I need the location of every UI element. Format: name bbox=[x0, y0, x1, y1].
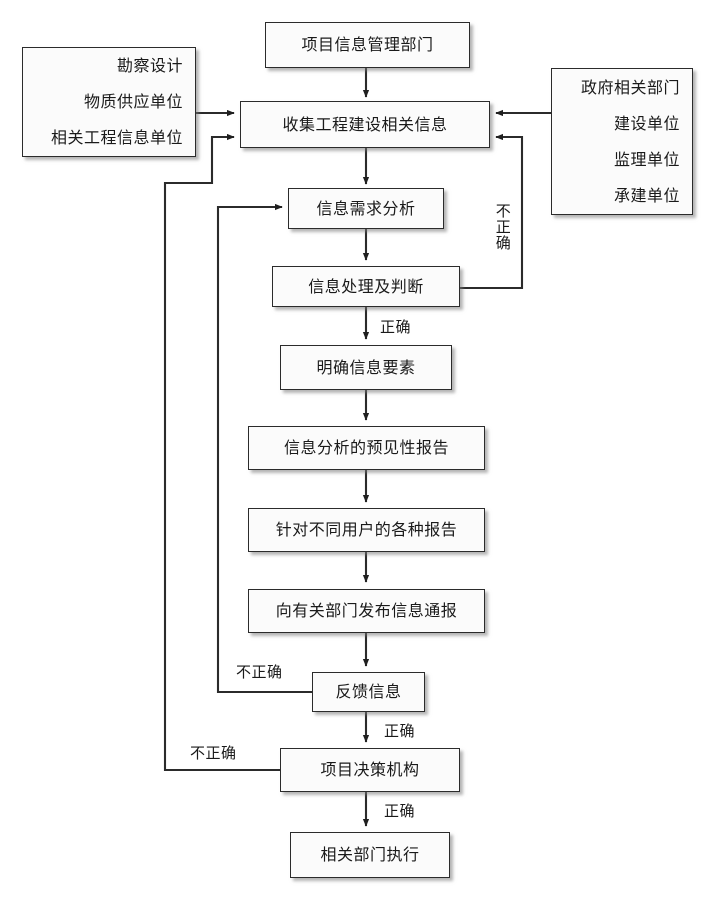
node-info-processing-judgement[interactable]: 信息处理及判断 bbox=[272, 266, 460, 307]
edge-process-collect-incorrect bbox=[460, 133, 524, 290]
node-publish-bulletin[interactable]: 向有关部门发布信息通报 bbox=[248, 589, 485, 633]
node-demand-analysis[interactable]: 信息需求分析 bbox=[288, 188, 444, 229]
node-user-reports[interactable]: 针对不同用户的各种报告 bbox=[248, 508, 485, 552]
node-decision-body-label: 项目决策机构 bbox=[320, 760, 420, 780]
node-right-sources-line-3: 监理单位 bbox=[613, 150, 680, 170]
node-publish-bulletin-label: 向有关部门发布信息通报 bbox=[275, 601, 458, 621]
node-forecast-report[interactable]: 信息分析的预见性报告 bbox=[248, 426, 485, 470]
node-collect-info-label: 收集工程建设相关信息 bbox=[282, 114, 448, 134]
node-right-sources-line-2: 建设单位 bbox=[613, 113, 680, 133]
edge-label-process-incorrect: 不正确 bbox=[493, 203, 512, 251]
node-project-info-dept-label: 项目信息管理部门 bbox=[301, 35, 434, 55]
node-project-info-dept[interactable]: 项目信息管理部门 bbox=[265, 22, 470, 68]
node-decision-body[interactable]: 项目决策机构 bbox=[280, 748, 460, 792]
node-left-sources[interactable]: 勘察设计 物质供应单位 相关工程信息单位 bbox=[22, 47, 196, 157]
edge-label-feedback-correct: 正确 bbox=[384, 722, 416, 740]
node-right-sources-line-4: 承建单位 bbox=[613, 186, 680, 206]
node-feedback-info-label: 反馈信息 bbox=[335, 682, 402, 702]
node-info-processing-judgement-label: 信息处理及判断 bbox=[308, 276, 424, 296]
node-left-sources-line-2: 物质供应单位 bbox=[83, 92, 183, 112]
node-feedback-info[interactable]: 反馈信息 bbox=[312, 672, 425, 712]
node-user-reports-label: 针对不同用户的各种报告 bbox=[275, 520, 458, 540]
node-right-sources[interactable]: 政府相关部门 建设单位 监理单位 承建单位 bbox=[551, 68, 693, 215]
node-left-sources-line-1: 勘察设计 bbox=[116, 56, 183, 76]
node-demand-analysis-label: 信息需求分析 bbox=[316, 198, 416, 218]
edge-label-decision-correct: 正确 bbox=[384, 802, 416, 820]
node-forecast-report-label: 信息分析的预见性报告 bbox=[283, 438, 449, 458]
node-clarify-info-elements[interactable]: 明确信息要素 bbox=[280, 345, 452, 390]
node-execute-dept[interactable]: 相关部门执行 bbox=[290, 832, 450, 878]
node-collect-info[interactable]: 收集工程建设相关信息 bbox=[240, 101, 490, 148]
edge-label-process-correct: 正确 bbox=[380, 318, 412, 336]
node-right-sources-line-1: 政府相关部门 bbox=[580, 77, 680, 97]
node-execute-dept-label: 相关部门执行 bbox=[320, 845, 420, 865]
node-clarify-info-elements-label: 明确信息要素 bbox=[316, 357, 416, 377]
edge-label-decision-incorrect: 不正确 bbox=[190, 744, 237, 762]
node-left-sources-line-3: 相关工程信息单位 bbox=[50, 128, 183, 148]
edge-label-feedback-incorrect: 不正确 bbox=[236, 663, 283, 681]
